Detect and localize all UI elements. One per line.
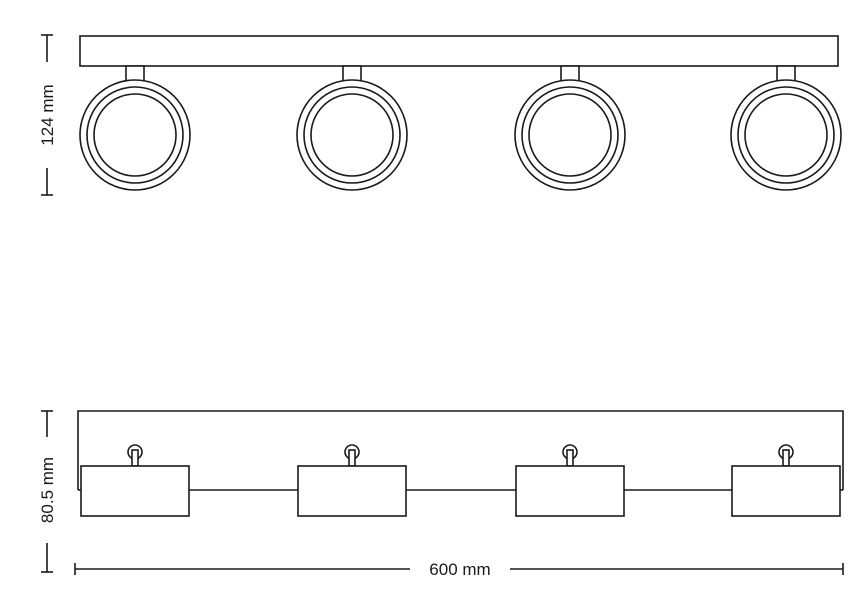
front-spots bbox=[79, 65, 842, 191]
spot-body bbox=[515, 465, 625, 517]
spotlight-side bbox=[297, 444, 407, 517]
spot-body bbox=[731, 465, 841, 517]
height-dimension-side: 80.5 mm bbox=[38, 410, 57, 573]
height-label-side: 80.5 mm bbox=[38, 457, 57, 523]
spot-ring bbox=[528, 93, 612, 177]
spot-ring bbox=[93, 93, 177, 177]
spot-body bbox=[80, 465, 190, 517]
spot-body bbox=[297, 465, 407, 517]
width-label: 600 mm bbox=[429, 560, 490, 579]
spot-ring bbox=[744, 93, 828, 177]
spotlight-side bbox=[80, 444, 190, 517]
spotlight-side bbox=[515, 444, 625, 517]
spot-knob-stem bbox=[782, 449, 790, 467]
spotlight-front bbox=[296, 65, 408, 191]
width-dimension: 600 mm bbox=[74, 560, 844, 579]
front-view: 124 mm bbox=[38, 34, 842, 196]
spotlight-front bbox=[514, 65, 626, 191]
spot-ring bbox=[310, 93, 394, 177]
spotlight-side bbox=[731, 444, 841, 517]
back-plate bbox=[77, 410, 844, 490]
spot-knob-stem bbox=[566, 449, 574, 467]
spotlight-front bbox=[730, 65, 842, 191]
spotlight-front bbox=[79, 65, 191, 191]
spot-knob-stem bbox=[348, 449, 356, 467]
side-spots bbox=[78, 444, 843, 517]
spot-knob-stem bbox=[131, 449, 139, 467]
height-dimension-front: 124 mm bbox=[38, 34, 57, 196]
side-view: 80.5 mm 600 mm bbox=[38, 410, 844, 579]
mounting-bar bbox=[79, 35, 839, 67]
height-label-front: 124 mm bbox=[38, 84, 57, 145]
